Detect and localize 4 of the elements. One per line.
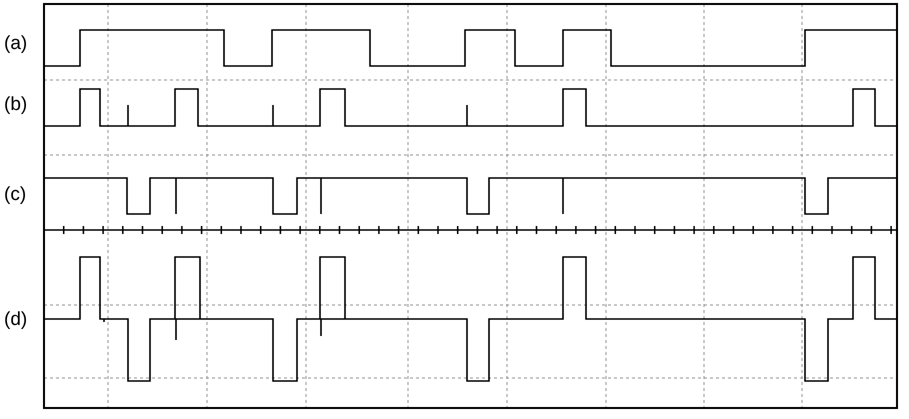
- trace-label: (b): [4, 94, 28, 116]
- trace-label: (a): [4, 33, 28, 55]
- trace-label: (c): [4, 184, 26, 206]
- trace-label: (d): [4, 309, 28, 331]
